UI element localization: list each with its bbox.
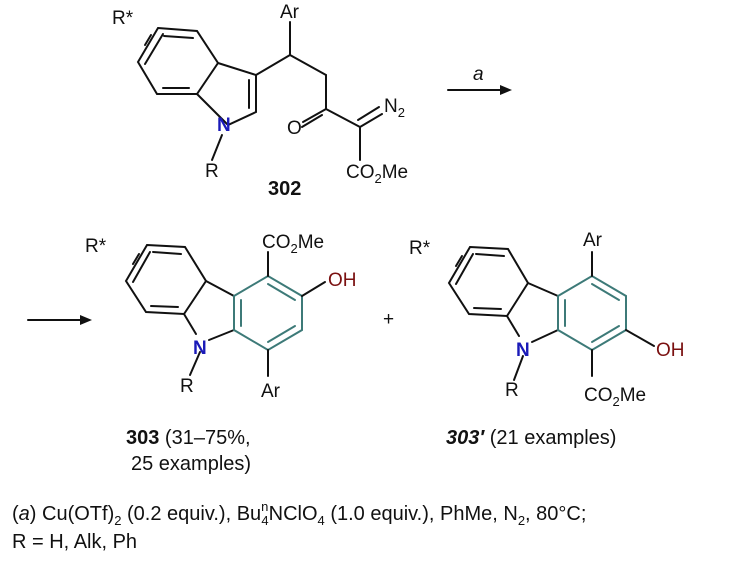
double-bond bbox=[475, 253, 505, 257]
product1-caption-line1: 303 (31–75%, bbox=[126, 427, 251, 449]
oh-bond bbox=[625, 329, 655, 347]
product-303: R* CO2Me OH N R Ar 303 (31–75%, 25 examp… bbox=[85, 232, 357, 475]
product-303-prime: R* Ar OH N R CO2Me 303′ (21 examples) bbox=[409, 230, 685, 449]
reaction-arrow-bottom bbox=[27, 315, 92, 325]
product2-hydroxyl: OH bbox=[656, 340, 685, 361]
arrow-condition-label: a bbox=[473, 64, 484, 85]
double-bond bbox=[455, 253, 474, 285]
reactant-r-star: R* bbox=[112, 8, 134, 29]
product1-r-star: R* bbox=[85, 236, 107, 257]
carbonyl-double bbox=[301, 114, 323, 128]
double-bond bbox=[267, 325, 296, 343]
reactant-nitrogen: N bbox=[217, 115, 231, 136]
ring-bond bbox=[527, 282, 559, 297]
product1-new-ring bbox=[233, 274, 303, 352]
side-chain-bond bbox=[255, 54, 291, 76]
arrow-head bbox=[500, 85, 512, 95]
r-star-bond bbox=[132, 253, 140, 265]
double-bond bbox=[144, 33, 164, 65]
diazo-bond bbox=[359, 113, 383, 128]
carbonyl-bond bbox=[302, 108, 327, 123]
r-star-bond bbox=[455, 255, 463, 267]
product2-r-star: R* bbox=[409, 238, 431, 259]
reaction-arrow-top: a bbox=[447, 64, 512, 95]
n-r-bond bbox=[513, 355, 524, 381]
reactant-302: R* Ar N R O N2 CO2Me 302 bbox=[112, 2, 408, 200]
product2-n-substituent: R bbox=[505, 380, 519, 401]
product1-caption-line2: 25 examples) bbox=[131, 453, 251, 475]
r-star-bond bbox=[144, 34, 152, 46]
product2-aryl: Ar bbox=[583, 230, 603, 251]
n-r-bond bbox=[211, 134, 223, 161]
reactant-ester: CO2Me bbox=[346, 162, 408, 186]
double-bond bbox=[132, 251, 151, 283]
double-bond bbox=[150, 305, 179, 308]
product2-nitrogen: N bbox=[516, 340, 530, 361]
conditions-line2: R = H, Alk, Ph bbox=[12, 531, 137, 553]
double-bond bbox=[267, 283, 296, 301]
oh-bond bbox=[301, 281, 326, 297]
ketone-bond bbox=[325, 108, 361, 128]
reactant-pyrrole-ring bbox=[196, 62, 257, 127]
product1-ester: CO2Me bbox=[262, 232, 324, 256]
reactant-compound-number: 302 bbox=[268, 178, 301, 200]
ch2-bond bbox=[289, 54, 327, 76]
ring-bond bbox=[205, 280, 235, 297]
ring-bond bbox=[531, 329, 559, 343]
ring-bond bbox=[183, 313, 197, 335]
reactant-carbonyl-oxygen: O bbox=[287, 118, 302, 139]
double-bond bbox=[591, 325, 620, 343]
double-bond bbox=[591, 283, 620, 301]
reactant-diazo: N2 bbox=[384, 96, 405, 120]
reactant-aryl: Ar bbox=[280, 2, 300, 23]
plus-sign: + bbox=[383, 309, 394, 330]
product1-aryl: Ar bbox=[261, 381, 281, 402]
product1-n-substituent: R bbox=[180, 376, 194, 397]
ring-bond bbox=[208, 329, 235, 341]
product2-ester: CO2Me bbox=[584, 385, 646, 409]
diazo-double bbox=[357, 106, 380, 121]
product1-nitrogen: N bbox=[193, 338, 207, 359]
n-r-bond bbox=[189, 351, 201, 376]
product2-new-ring bbox=[557, 274, 627, 352]
reactant-n-substituent: R bbox=[205, 161, 219, 182]
product1-hydroxyl: OH bbox=[328, 270, 357, 291]
arrow-head bbox=[80, 315, 92, 325]
double-bond bbox=[163, 35, 194, 39]
double-bond bbox=[152, 251, 182, 255]
product2-caption: 303′ (21 examples) bbox=[446, 427, 616, 449]
ring-bond bbox=[506, 315, 520, 337]
double-bond bbox=[473, 307, 502, 310]
